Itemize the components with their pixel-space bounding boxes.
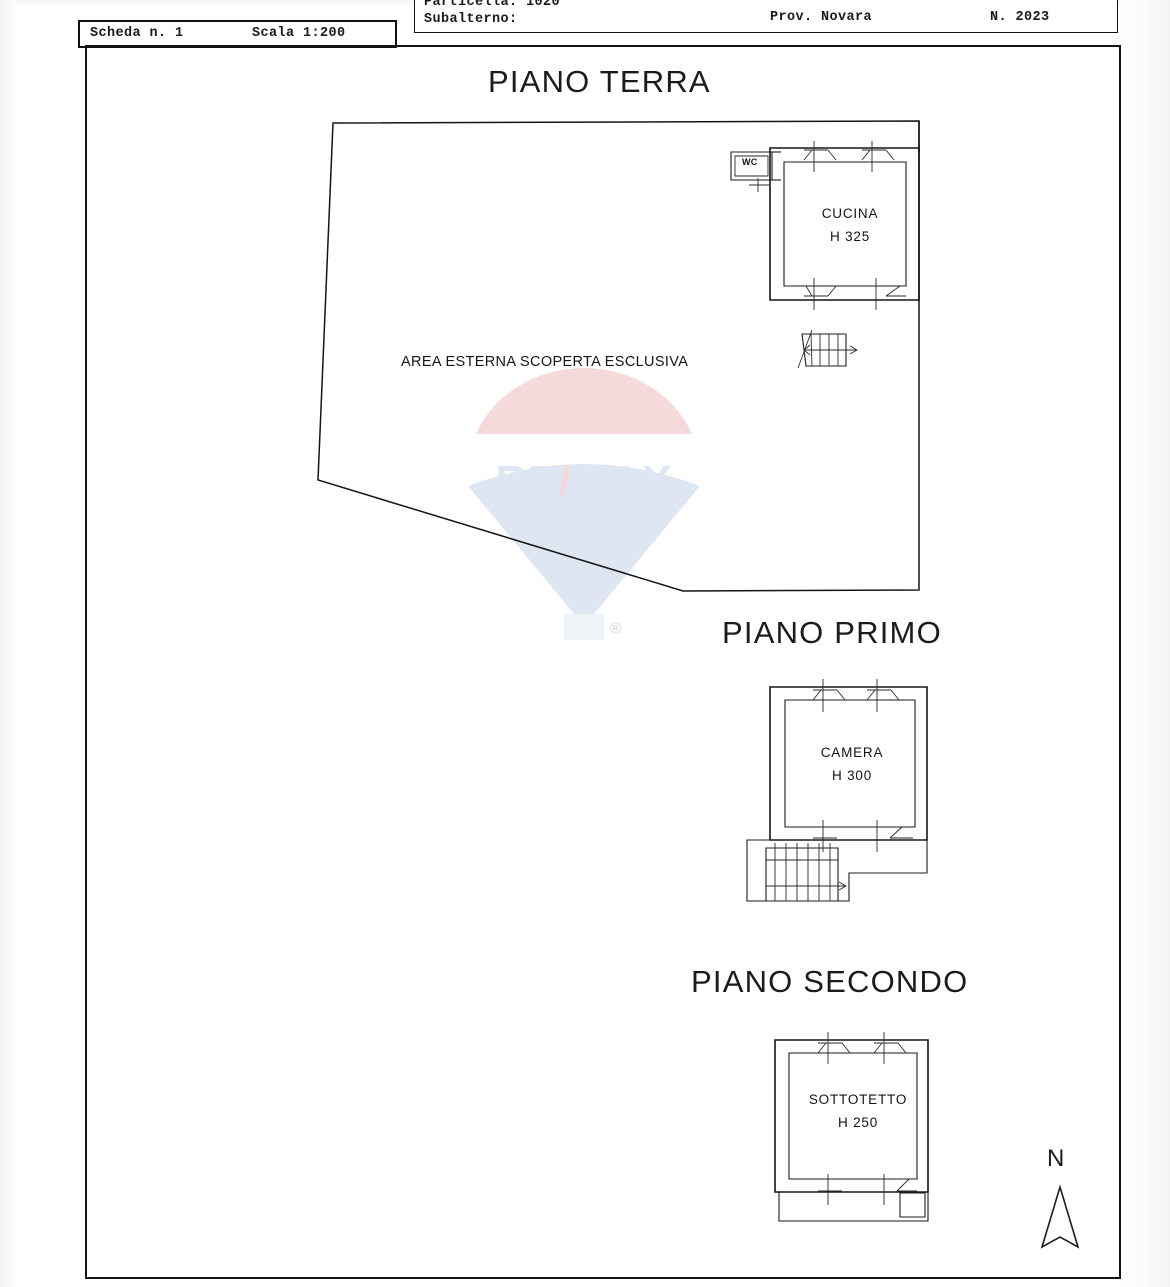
compass-north-label: N xyxy=(1047,1145,1065,1172)
provincia-label: Prov. Novara xyxy=(770,10,873,25)
compass: N xyxy=(1035,1145,1085,1260)
header-cell-provincia xyxy=(752,0,1118,33)
room-label-wc: WC xyxy=(742,157,758,167)
particella-label: Particella: 1020 xyxy=(424,0,561,10)
registered-trademark-icon: ® xyxy=(610,620,622,637)
header-box-scheda: Scheda n. 1 Scala 1:200 xyxy=(78,20,397,48)
drawing-frame xyxy=(85,45,1121,1279)
north-arrow-icon xyxy=(1040,1184,1080,1249)
scan-edge-left xyxy=(0,0,17,1287)
room-name-cucina: CUCINA xyxy=(821,206,879,221)
floor-title-piano-secondo: PIANO SECONDO xyxy=(691,964,969,999)
annotation-area-esterna: AREA ESTERNA SCOPERTA ESCLUSIVA xyxy=(401,354,689,370)
scala-label: Scala 1:200 xyxy=(252,26,346,41)
room-height-sottotetto: H 250 xyxy=(837,1115,879,1130)
room-name-camera: CAMERA xyxy=(820,745,884,760)
numero-label: N. 2023 xyxy=(990,10,1050,25)
room-name-sottotetto: SOTTOTETTO xyxy=(808,1092,908,1107)
room-label-camera: CAMERA H 300 xyxy=(792,745,912,783)
room-height-cucina: H 325 xyxy=(829,229,871,244)
header-cell-particella xyxy=(414,0,754,33)
floor-title-piano-terra: PIANO TERRA xyxy=(488,64,711,99)
floor-title-piano-primo: PIANO PRIMO xyxy=(722,615,942,650)
room-label-cucina: CUCINA H 325 xyxy=(790,206,910,244)
subalterno-label: Subalterno: xyxy=(424,12,518,27)
room-height-camera: H 300 xyxy=(831,768,873,783)
scan-edge-right xyxy=(1120,0,1170,1287)
room-label-sottotetto: SOTTOTETTO H 250 xyxy=(788,1092,928,1130)
scheda-label: Scheda n. 1 xyxy=(90,26,184,41)
